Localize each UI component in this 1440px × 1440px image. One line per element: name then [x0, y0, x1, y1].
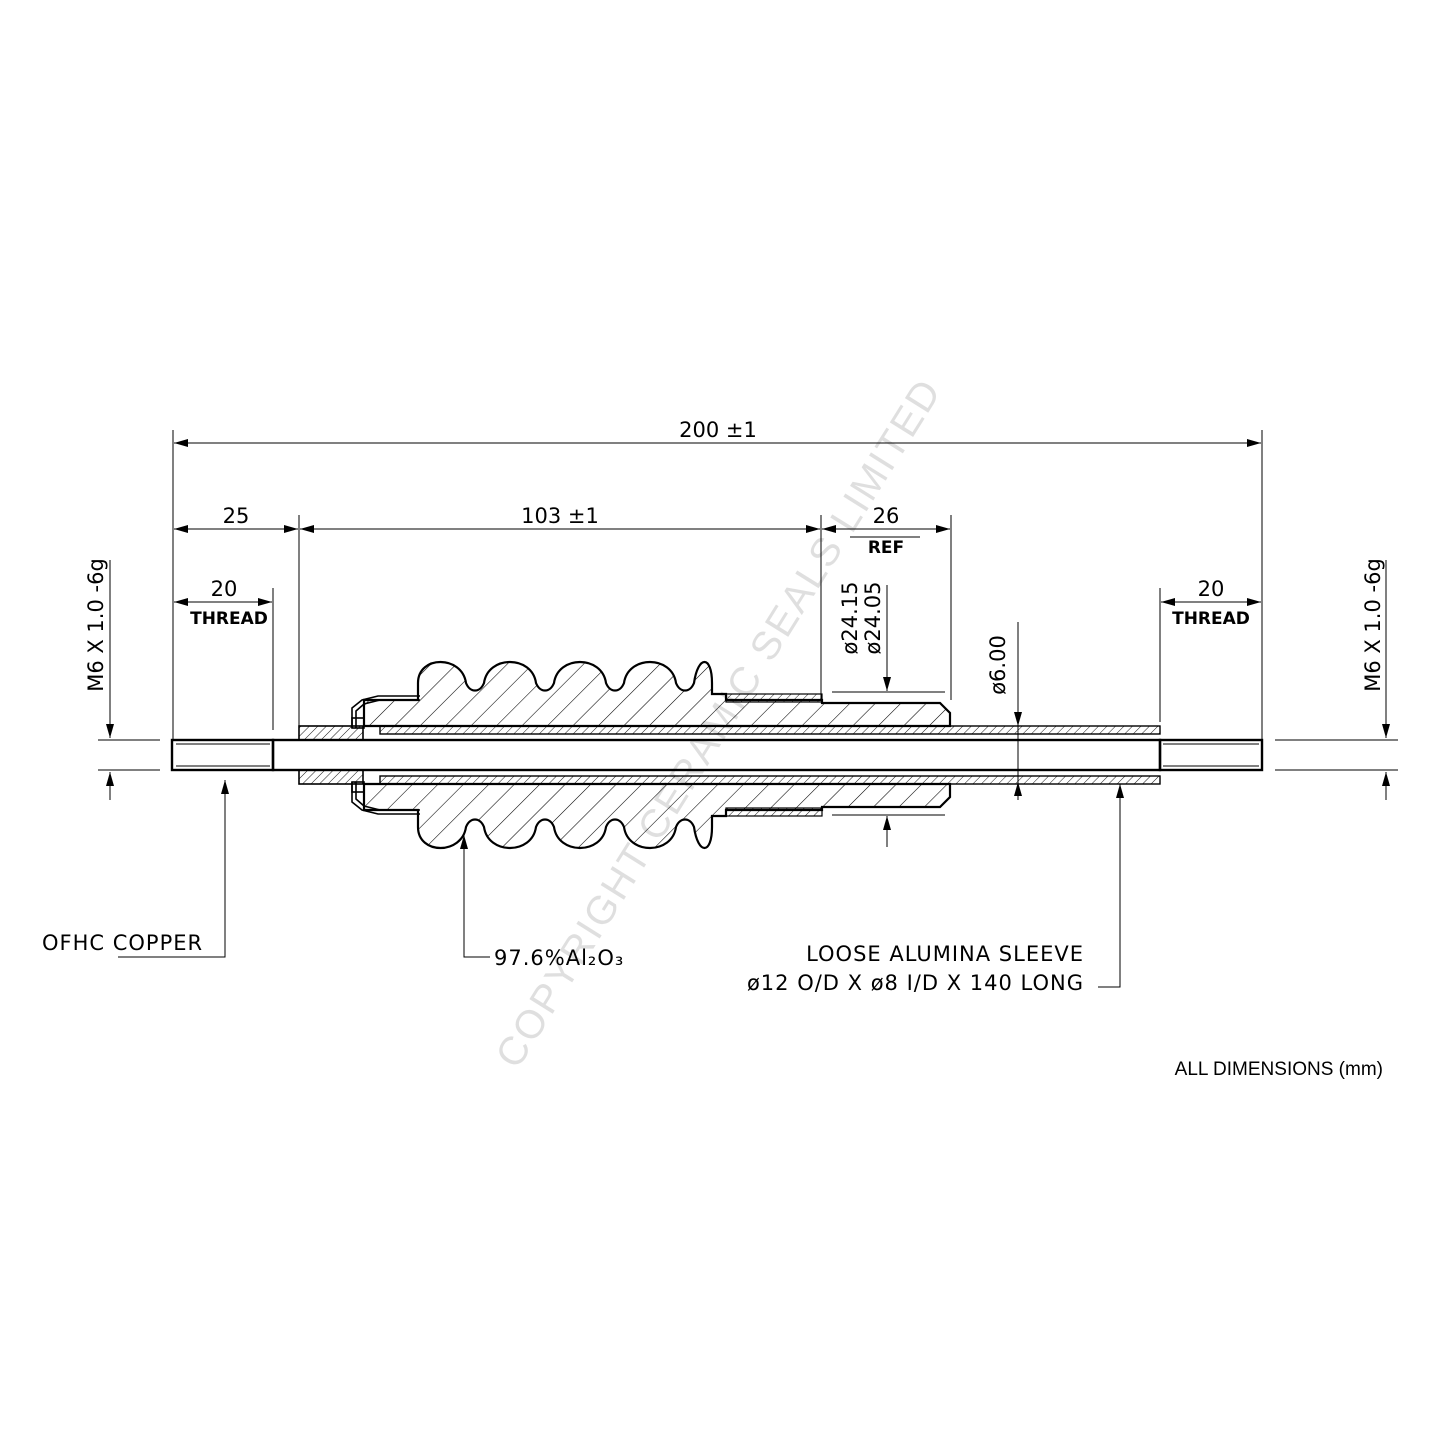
dia-conductor-dim: ø6.00: [986, 635, 1010, 695]
dimension-lines: [98, 439, 1398, 847]
sleeve-label-line2: ø12 O/D X ø8 I/D X 140 LONG: [747, 971, 1084, 995]
left-collar-bottom: [298, 769, 364, 785]
alumina-sleeve-bottom: [379, 775, 1161, 785]
leader-lines: [118, 780, 1124, 988]
left-collar-top: [298, 725, 364, 741]
feedthrough-part: [170, 661, 1264, 849]
insulator-material-label: 97.6%Al₂O₃: [494, 946, 624, 970]
right-thread-len-dim: 20: [1198, 577, 1225, 601]
ref-note: REF: [868, 538, 904, 558]
left-thread-len-dim: 20: [211, 577, 238, 601]
body-length-dim: 103 ±1: [521, 504, 599, 528]
left-thread-spec: M6 X 1.0 -6g: [84, 558, 108, 692]
left-end-dim: 25: [223, 504, 250, 528]
overall-length-dim: 200 ±1: [679, 418, 757, 442]
copper-conductor: [271, 738, 1162, 772]
sleeve-label-line1: LOOSE ALUMINA SLEEVE: [806, 942, 1084, 966]
left-thread-note: THREAD: [190, 609, 268, 629]
units-footer: ALL DIMENSIONS (mm): [1175, 1059, 1383, 1080]
extension-lines: [172, 430, 1263, 800]
right-thread-note: THREAD: [1172, 609, 1250, 629]
alumina-sleeve-top: [379, 725, 1161, 735]
ceramic-insulator-top: [362, 661, 952, 728]
right-section-dim: 26: [873, 504, 900, 528]
ceramic-insulator-bottom: [362, 782, 952, 849]
conductor-material-label: OFHC COPPER: [42, 931, 203, 955]
dia-max-dim: ø24.15: [838, 582, 862, 655]
dia-min-dim: ø24.05: [861, 582, 885, 655]
right-thread-spec: M6 X 1.0 -6g: [1361, 558, 1385, 692]
